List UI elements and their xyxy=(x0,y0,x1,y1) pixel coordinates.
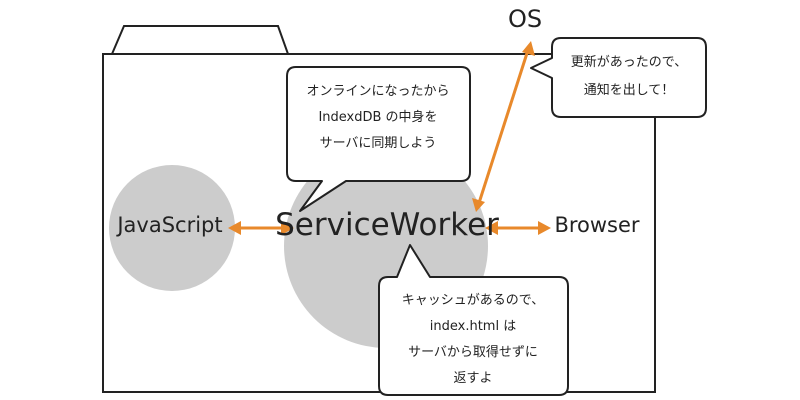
bubble-sync-line: オンラインになったから xyxy=(306,84,449,99)
bubble-sync-line: IndexdDB の中身を xyxy=(318,109,437,125)
arrow-serviceworker-browser xyxy=(485,221,551,235)
browser-label: Browser xyxy=(554,213,639,237)
arrow-javascript-serviceworker xyxy=(228,221,294,235)
javascript-circle xyxy=(109,165,235,291)
service-worker-label: ServiceWorker xyxy=(275,207,499,243)
bubble-os-line: 通知を出して！ xyxy=(584,82,675,98)
bubble-sync-line: サーバに同期しよう xyxy=(320,136,437,151)
speech-bubble-sync: オンラインになったから IndexdDB の中身を サーバに同期しよう xyxy=(286,66,471,212)
bubble-cache-line: 返すよ xyxy=(453,371,492,386)
bubble-cache-line: キャッシュがあるので、 xyxy=(402,293,544,308)
os-label: OS xyxy=(508,5,542,33)
bubble-os-line: 更新があったので、 xyxy=(571,54,687,70)
javascript-label: JavaScript xyxy=(115,213,222,237)
bubble-cache-shape xyxy=(378,244,569,396)
bubble-sync-shape xyxy=(286,66,471,212)
bubble-os-shape xyxy=(530,37,707,118)
speech-bubble-cache: キャッシュがあるので、 index.html は サーバから取得せずに 返すよ xyxy=(378,244,569,396)
arrow-serviceworker-os xyxy=(472,41,535,212)
bubble-cache-line: index.html は xyxy=(430,319,516,334)
bubble-cache-line: サーバから取得せずに xyxy=(408,344,538,360)
speech-bubble-os-notice: 更新があったので、 通知を出して！ xyxy=(530,37,707,118)
